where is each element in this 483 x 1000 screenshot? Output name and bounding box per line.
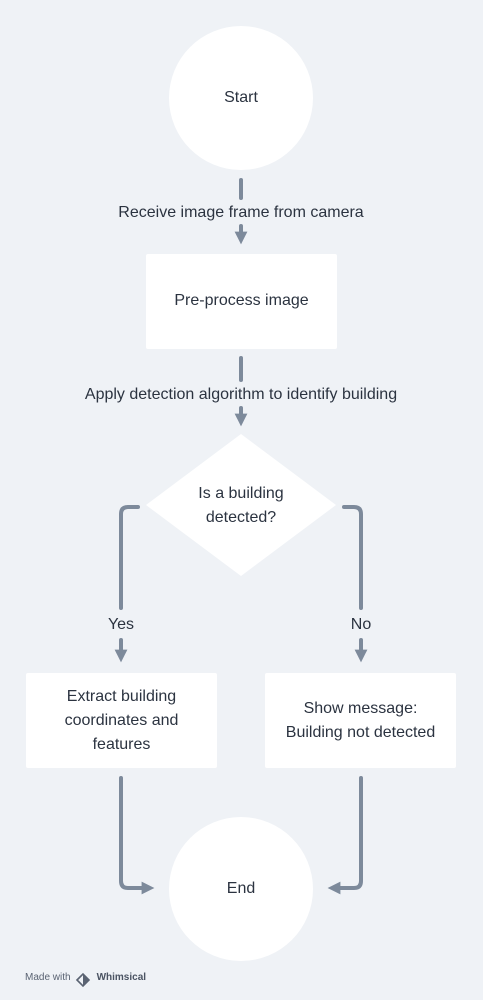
edge-label-apply-detection: Apply detection algorithm to identify bu… <box>84 386 398 403</box>
start-node[interactable] <box>169 26 313 170</box>
show-message-node[interactable] <box>265 673 456 768</box>
edge-label-receive-frame: Receive image frame from camera <box>118 204 364 221</box>
edge-label-no: No <box>350 616 372 633</box>
start-label: Start <box>224 89 258 106</box>
end-label: End <box>226 880 256 897</box>
whimsical-brand-text: Whimsical <box>96 972 147 983</box>
decision-label: Is a building detected? <box>198 485 284 526</box>
connector-extract-to-end <box>119 776 155 895</box>
decision-node[interactable] <box>146 434 336 576</box>
connector-decision-no-upper <box>342 505 363 610</box>
preprocess-node[interactable] <box>146 254 337 349</box>
end-node[interactable] <box>169 817 313 961</box>
connector-decision-yes-upper <box>119 505 140 610</box>
preprocess-label: Pre-process image <box>174 292 309 309</box>
made-with-text: Made with <box>25 972 71 983</box>
footer-attribution[interactable]: Made with Whimsical <box>25 972 146 983</box>
extract-node[interactable] <box>26 673 217 768</box>
edge-label-yes: Yes <box>107 616 135 633</box>
show-message-label: Show message: Building not detected <box>285 700 436 741</box>
connector-message-to-end <box>327 776 363 895</box>
whimsical-logo-icon <box>75 972 91 988</box>
extract-label: Extract building coordinates and feature… <box>64 688 179 753</box>
